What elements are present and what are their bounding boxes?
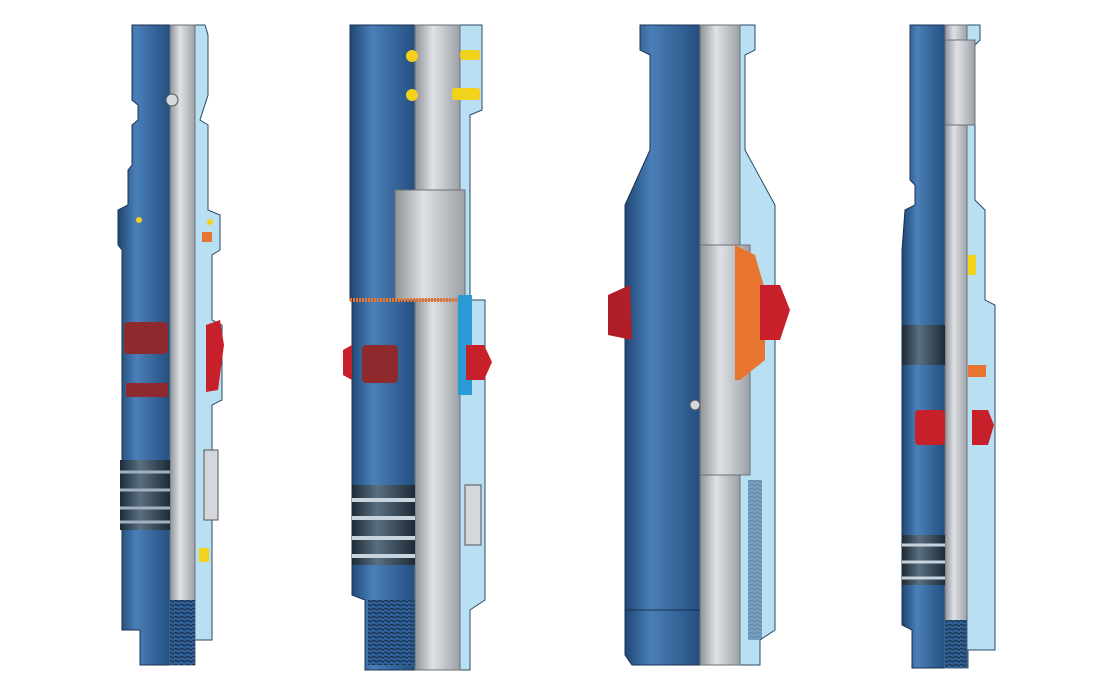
tool-1-slip-right (206, 320, 224, 392)
tool-1-housing-link (203, 449, 219, 521)
tool-4-thread (945, 620, 967, 668)
tool-2-element (352, 485, 415, 565)
tool-4-element-rings (902, 543, 945, 580)
tool-4-element (902, 325, 945, 365)
tool-3-slip-left (608, 285, 632, 340)
tool-1-port (165, 93, 179, 107)
tool-1 (117, 24, 224, 666)
tool-2-slip-left (362, 345, 398, 383)
tool-2-thread (368, 600, 415, 665)
tool-1-slip-left (124, 322, 168, 354)
tool-2-mandrel (414, 24, 461, 671)
tool-2-pin (452, 88, 480, 100)
tool-4-slip-left (915, 410, 945, 445)
tool-1-pin (207, 219, 213, 225)
tool-3-slip-right (760, 285, 790, 340)
tool-1-seal (202, 232, 212, 242)
tool-1-pin (199, 548, 209, 562)
tool-1-mandrel (169, 24, 196, 666)
tool-2-pin (406, 89, 418, 101)
tool-4-seal (968, 365, 986, 377)
tool-2-link (464, 484, 482, 546)
tool-4-pin (968, 255, 976, 275)
tool-2-slip-right (466, 345, 492, 380)
tool-2 (343, 24, 492, 671)
tool-2-pin (406, 50, 418, 62)
tool-3-port (689, 399, 701, 411)
tool-3 (608, 24, 790, 666)
tool-1-pin (136, 217, 142, 223)
tool-3-thread (748, 480, 762, 640)
tool-4 (901, 24, 996, 669)
tool-2-sub (394, 189, 466, 301)
tool-4-top-sub (944, 39, 976, 126)
tool-1-slip-left-2 (126, 383, 168, 397)
tool-3-seal (735, 245, 765, 380)
tool-2-slip-left-tip (343, 345, 352, 380)
tool-1-element-rings (120, 470, 170, 524)
tool-1-thread (170, 600, 195, 665)
tool-4-slip-right (972, 410, 994, 445)
tool-2-pin (460, 50, 480, 60)
tool-2-element-rings (352, 498, 415, 558)
tool-3-body (624, 24, 701, 666)
